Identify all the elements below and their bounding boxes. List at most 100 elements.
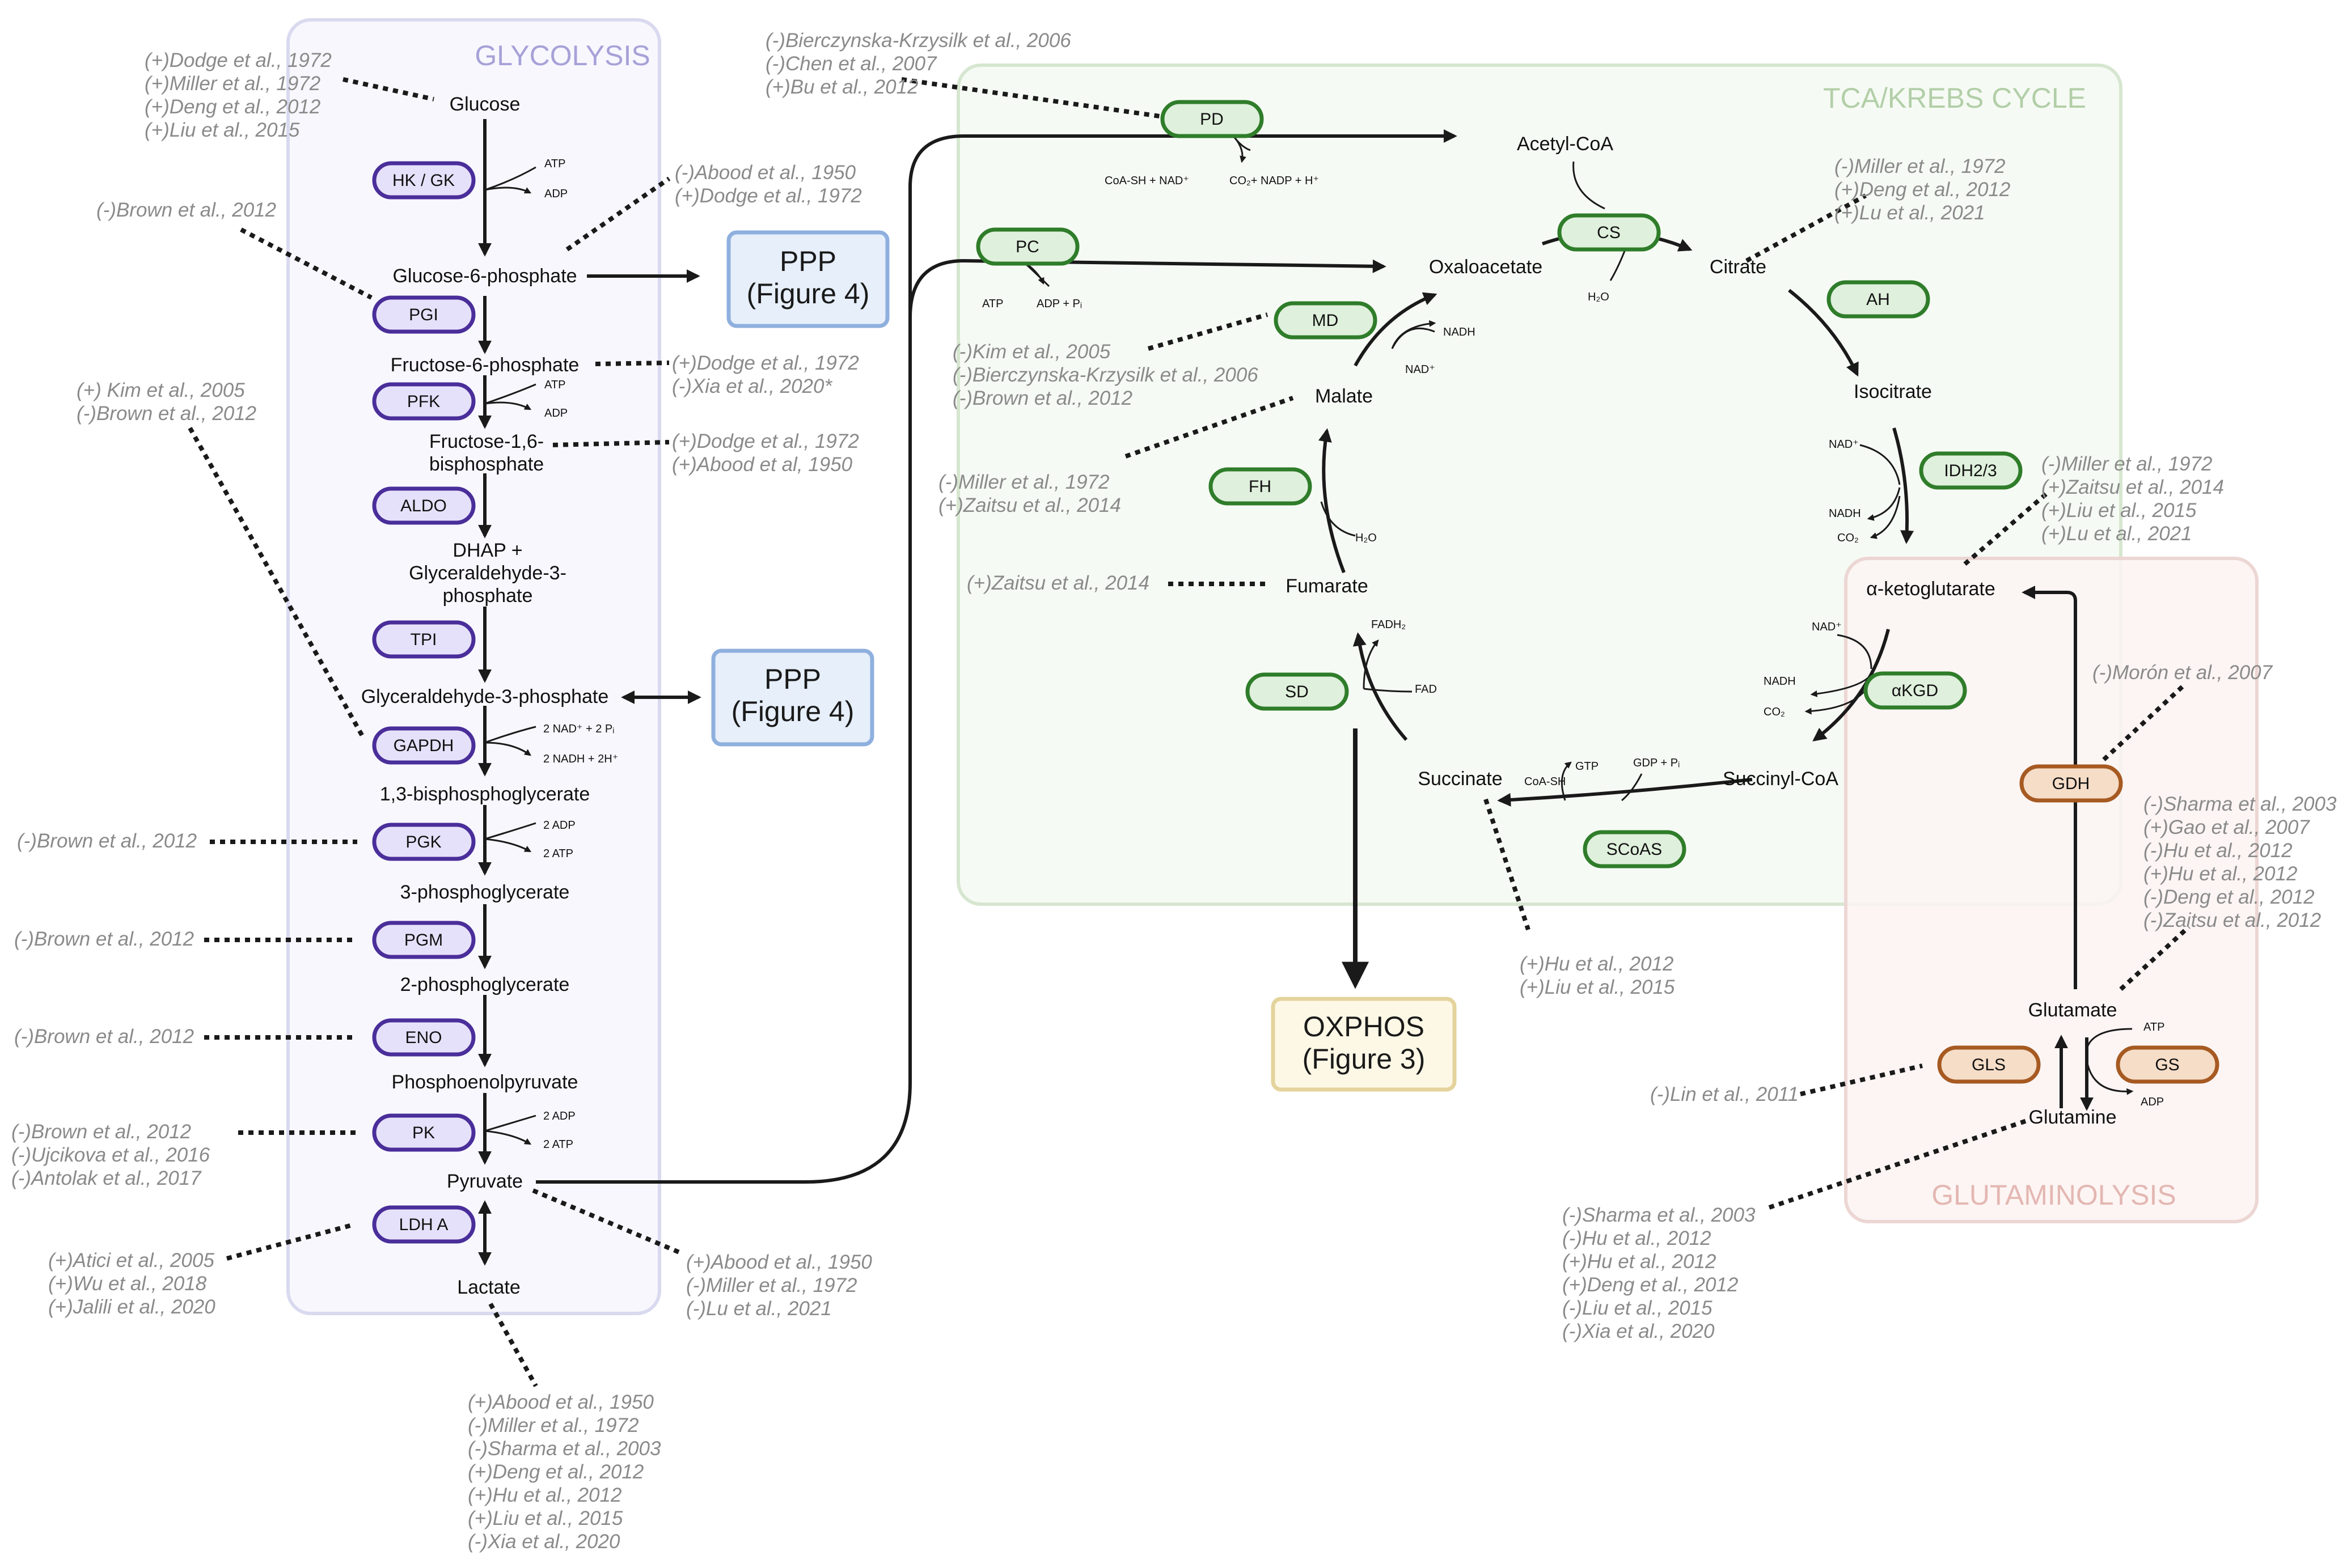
metabolite-fumarate: Fumarate <box>1286 575 1368 597</box>
glutaminolysis-title: GLUTAMINOLYSIS <box>1931 1179 2176 1211</box>
citation-line: (+)Lu et al., 2021 <box>2041 523 2192 545</box>
citation-line: (+)Liu et al., 2015 <box>468 1507 623 1529</box>
citations-glucose: (+)Dodge et al., 1972(+)Miller et al., 1… <box>145 49 332 141</box>
citation-line: (+)Hu et al., 2012 <box>468 1484 621 1506</box>
citations-lactate: (+)Abood et al., 1950(-)Miller et al., 1… <box>468 1391 661 1553</box>
svg-text:H₂O: H₂O <box>1355 532 1377 544</box>
glutaminolysis-arrows <box>2022 586 2134 1111</box>
svg-text:NADH: NADH <box>1829 507 1861 520</box>
enzyme-akgd: αKGD <box>1863 671 1967 710</box>
citation-line: (-)Chen et al., 2007 <box>766 53 937 75</box>
metabolite-citrate: Citrate <box>1710 256 1766 278</box>
svg-text:TPI: TPI <box>411 630 437 649</box>
citation-line: (+)Dodge et al., 1972 <box>672 430 859 452</box>
citations-succinate: (+)Hu et al., 2012(+)Liu et al., 2015 <box>1520 953 1675 998</box>
svg-text:2 ATP: 2 ATP <box>543 1138 573 1151</box>
citation-line: (-)Morón et al., 2007 <box>2092 662 2273 684</box>
metabolite-lactate: Lactate <box>457 1277 521 1298</box>
svg-text:SCoAS: SCoAS <box>1606 840 1662 859</box>
metabolite-dhap-2: Glyceraldehyde-3- <box>409 562 566 584</box>
citation-line: (-)Zaitsu et al., 2012 <box>2143 909 2321 931</box>
svg-text:PGK: PGK <box>405 833 441 851</box>
metabolite-akg: α-ketoglutarate <box>1866 578 1995 600</box>
citation-line: (+)Abood et al., 1950 <box>686 1251 872 1273</box>
enzyme-idh: IDH2/3 <box>1919 451 2023 490</box>
citation-line: (+)Hu et al., 2012 <box>1562 1251 1716 1273</box>
svg-text:CoA-SH + NAD⁺: CoA-SH + NAD⁺ <box>1105 175 1189 187</box>
citations-glutamine: (-)Sharma et al., 2003(-)Hu et al., 2012… <box>1562 1204 1756 1342</box>
citation-line: (+)Hu et al., 2012 <box>1520 953 1673 975</box>
enzyme-aldo: ALDO <box>372 486 476 525</box>
enzyme-sd: SD <box>1245 672 1349 711</box>
svg-text:NAD⁺: NAD⁺ <box>1829 438 1859 451</box>
enzyme-scoas: SCoAS <box>1583 830 1686 868</box>
svg-text:2 NAD⁺ + 2 Pᵢ: 2 NAD⁺ + 2 Pᵢ <box>543 723 614 735</box>
svg-text:CO₂+ NADP + H⁺: CO₂+ NADP + H⁺ <box>1229 175 1319 187</box>
citations-ldha: (+)Atici et al., 2005(+)Wu et al., 2018(… <box>48 1249 215 1318</box>
citation-line: (-)Kim et al., 2005 <box>953 341 1111 363</box>
svg-text:MD: MD <box>1312 311 1339 330</box>
citation-line: (-)Hu et al., 2012 <box>2143 840 2293 862</box>
citation-line: (+)Dodge et al., 1972 <box>145 49 332 71</box>
svg-text:2 ADP: 2 ADP <box>543 1110 576 1122</box>
citation-line: (+)Deng et al., 2012 <box>1834 179 2010 201</box>
citation-line: (+)Zaitsu et al., 2014 <box>2041 476 2224 498</box>
svg-text:PGI: PGI <box>409 306 438 324</box>
tca-title: TCA/KREBS CYCLE <box>1823 82 2086 114</box>
citation-line: (-)Brown et al., 2012 <box>11 1121 191 1143</box>
citation-line: (+)Deng et al., 2012 <box>468 1461 644 1483</box>
enzyme-cs: CS <box>1557 213 1661 252</box>
svg-text:PC: PC <box>1016 238 1039 256</box>
metabolite-acetylcoa: Acetyl-CoA <box>1517 133 1613 155</box>
citation-line: (+)Liu et al., 2015 <box>2041 499 2197 522</box>
citation-connectors <box>188 77 2191 1387</box>
enzyme-pd: PD <box>1160 100 1264 138</box>
citation-line: (-)Deng et al., 2012 <box>2143 886 2315 908</box>
citation-line: (-)Brown et al., 2012 <box>17 830 197 852</box>
oxphos-box: OXPHOS (Figure 3) <box>1271 997 1457 1092</box>
svg-text:GDH: GDH <box>2052 774 2090 793</box>
enzyme-gapdh: GAPDH <box>372 726 476 765</box>
svg-text:CS: CS <box>1597 223 1621 242</box>
citation-line: (+)Abood et al., 1950 <box>468 1391 654 1413</box>
citations-pgk: (-)Brown et al., 2012 <box>17 830 197 852</box>
citation-line: (+)Miller et al., 1972 <box>145 73 320 95</box>
svg-text:LDH A: LDH A <box>399 1215 449 1234</box>
citations-pgm: (-)Brown et al., 2012 <box>14 928 194 950</box>
metabolite-glutamine: Glutamine <box>2029 1107 2117 1128</box>
enzyme-pk: PK <box>372 1113 476 1152</box>
citation-line: (-)Sharma et al., 2003 <box>468 1438 661 1460</box>
svg-text:FAD: FAD <box>1415 683 1437 696</box>
enzyme-ah: AH <box>1826 280 1930 319</box>
metabolite-oxaloacetate: Oxaloacetate <box>1429 256 1542 278</box>
svg-text:(Figure 4): (Figure 4) <box>731 696 855 727</box>
metabolite-labels: Glucose Glucose-6-phosphate Fructose-6-p… <box>361 94 2117 1298</box>
svg-text:ALDO: ALDO <box>400 497 447 515</box>
citation-line: (-)Brown et al., 2012 <box>14 928 194 950</box>
svg-text:2 ATP: 2 ATP <box>543 847 573 860</box>
citations-gdh: (-)Morón et al., 2007 <box>2092 662 2273 684</box>
citation-line: (-)Brown et al., 2012 <box>14 1025 194 1048</box>
enzyme-tpi: TPI <box>372 620 476 659</box>
enzyme-hkgk: HK / GK <box>372 161 476 200</box>
metabolite-bpg13: 1,3-bisphosphoglycerate <box>380 783 590 805</box>
citation-line: (+)Bu et al., 2012 <box>766 76 918 98</box>
citation-line: (+)Lu et al., 2021 <box>1834 202 1985 224</box>
svg-text:PGM: PGM <box>404 931 443 950</box>
citations-pk: (-)Brown et al., 2012(-)Ujcikova et al.,… <box>11 1121 210 1189</box>
citations-f16bp: (+)Dodge et al., 1972(+)Abood et al, 195… <box>672 430 859 476</box>
citations-gapdh: (+) Kim et al., 2005(-)Brown et al., 201… <box>77 379 256 425</box>
citations-eno: (-)Brown et al., 2012 <box>14 1025 194 1048</box>
svg-text:NAD⁺: NAD⁺ <box>1405 363 1435 376</box>
citation-line: (-)Bierczynska-Krzysilk et al., 2006 <box>766 29 1071 52</box>
citation-line: (+)Zaitsu et al., 2014 <box>938 494 1121 516</box>
citation-line: (-)Hu et al., 2012 <box>1562 1227 1711 1249</box>
metabolite-dhap-1: DHAP + <box>453 540 522 561</box>
citations-pd: (-)Bierczynska-Krzysilk et al., 2006(-)C… <box>766 29 1071 98</box>
citations-fumarate: (+)Zaitsu et al., 2014 <box>967 572 1149 594</box>
svg-text:2 NADH + 2H⁺: 2 NADH + 2H⁺ <box>543 753 618 765</box>
svg-text:ADP: ADP <box>544 407 568 419</box>
metabolite-pyruvate: Pyruvate <box>447 1171 523 1192</box>
citation-line: (+)Atici et al., 2005 <box>48 1249 214 1272</box>
enzyme-eno: ENO <box>372 1018 476 1057</box>
